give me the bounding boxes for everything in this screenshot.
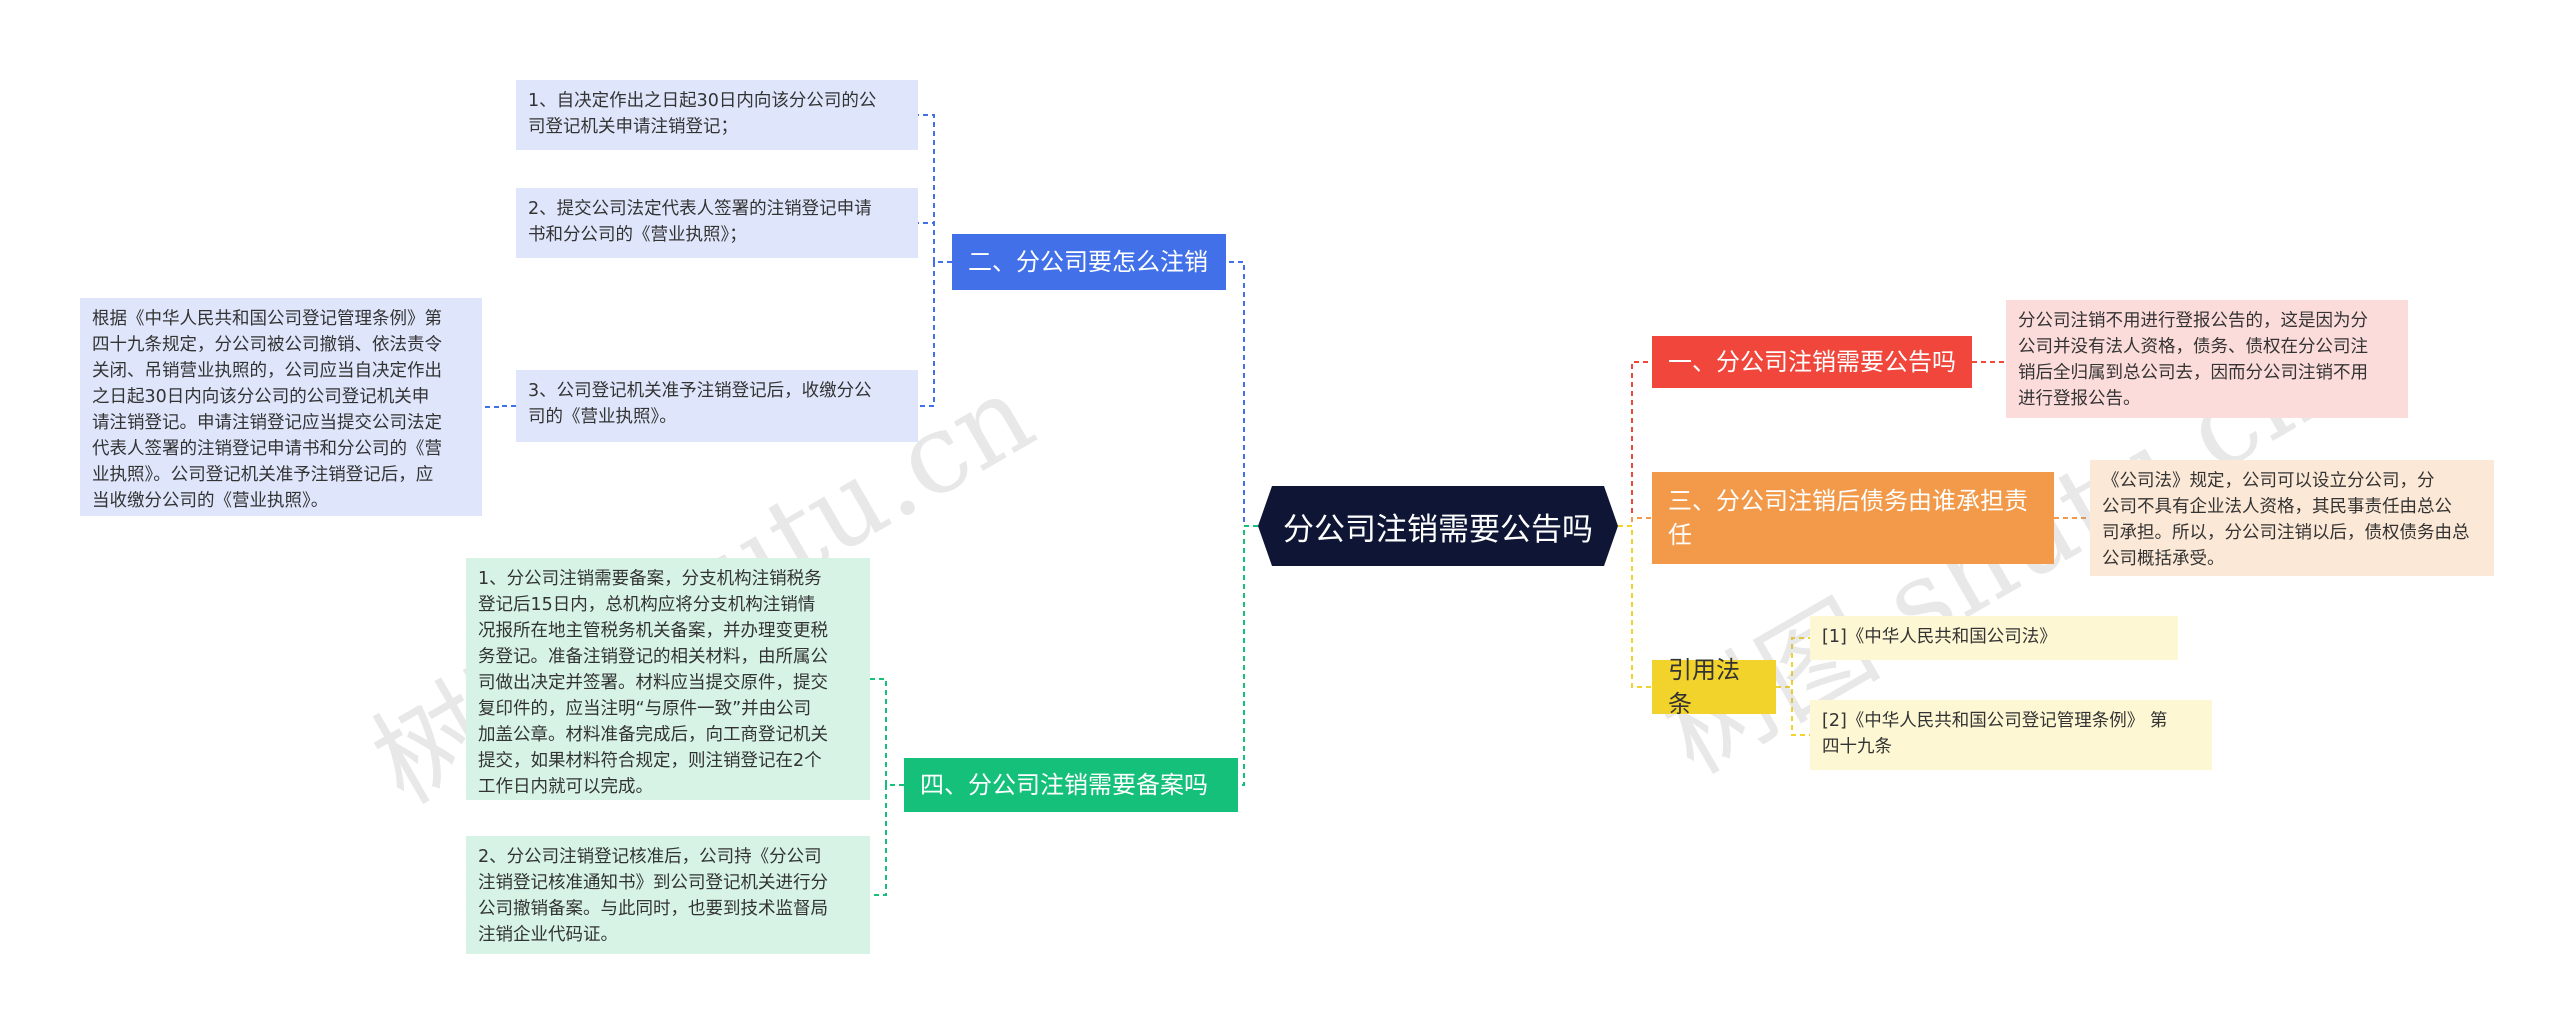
leaf-b2-3-1-text: 根据《中华人民共和国公司登记管理条例》第 四十九条规定，分公司被公司撤销、依法责… <box>92 309 442 511</box>
leaf-b3-1[interactable]: 《公司法》规定，公司可以设立分公司，分 公司不具有企业法人资格，其民事责任由总公… <box>2090 460 2494 576</box>
leaf-b2-3-1[interactable]: 根据《中华人民共和国公司登记管理条例》第 四十九条规定，分公司被公司撤销、依法责… <box>80 298 482 516</box>
connector-root-b4 <box>1238 525 1258 786</box>
connector-b2-leaf3 <box>918 261 952 407</box>
connector-root-b5 <box>1618 525 1652 688</box>
connector-b2-3-sub <box>482 405 516 408</box>
root-topic[interactable]: 分公司注销需要公告吗 <box>1258 486 1618 566</box>
connector-root-b3 <box>1618 517 1652 527</box>
branch-1[interactable]: 一、分公司注销需要公告吗 <box>1652 336 1972 388</box>
connector-b5-leaf1 <box>1776 637 1810 688</box>
leaf-b2-1-text: 1、自决定作出之日起30日内向该分公司的公 司登记机关申请注销登记； <box>528 91 877 137</box>
branch-4[interactable]: 四、分公司注销需要备案吗 <box>904 758 1238 812</box>
leaf-b2-2[interactable]: 2、提交公司法定代表人签署的注销登记申请 书和分公司的《营业执照》； <box>516 188 918 258</box>
connector-root-b2 <box>1226 261 1258 527</box>
leaf-b5-2[interactable]: [2]《中华人民共和国公司登记管理条例》 第 四十九条 <box>1810 700 2212 770</box>
leaf-b4-2-text: 2、分公司注销登记核准后，公司持《分公司 注销登记核准通知书》到公司登记机关进行… <box>478 847 828 945</box>
connector-b4-leaf1 <box>870 678 904 786</box>
branch-3-label: 三、分公司注销后债务由谁承担责 任 <box>1668 487 2028 549</box>
connector-b4-leaf2 <box>870 784 904 896</box>
leaf-b4-2[interactable]: 2、分公司注销登记核准后，公司持《分公司 注销登记核准通知书》到公司登记机关进行… <box>466 836 870 954</box>
root-topic-label: 分公司注销需要公告吗 <box>1283 511 1593 548</box>
leaf-b1-1-text: 分公司注销不用进行登报公告的，这是因为分 公司并没有法人资格，债务、债权在分公司… <box>2018 311 2368 409</box>
connector-b5-leaf2 <box>1776 686 1810 736</box>
leaf-b2-3[interactable]: 3、公司登记机关准予注销登记后，收缴分公 司的《营业执照》。 <box>516 370 918 442</box>
leaf-b2-3-text: 3、公司登记机关准予注销登记后，收缴分公 司的《营业执照》。 <box>528 381 872 427</box>
leaf-b3-1-text: 《公司法》规定，公司可以设立分公司，分 公司不具有企业法人资格，其民事责任由总公… <box>2102 471 2470 569</box>
branch-5[interactable]: 引用法条 <box>1652 656 1776 718</box>
branch-1-label: 一、分公司注销需要公告吗 <box>1668 348 1956 376</box>
branch-2-label: 二、分公司要怎么注销 <box>968 248 1208 276</box>
leaf-b1-1[interactable]: 分公司注销不用进行登报公告的，这是因为分 公司并没有法人资格，债务、债权在分公司… <box>2006 300 2408 418</box>
connector-root-b1 <box>1618 361 1652 527</box>
branch-3[interactable]: 三、分公司注销后债务由谁承担责 任 <box>1652 472 2054 564</box>
leaf-b5-1[interactable]: [1]《中华人民共和国公司法》 <box>1810 616 2178 660</box>
leaf-b4-1[interactable]: 1、分公司注销需要备案，分支机构注销税务 登记后15日内，总机构应将分支机构注销… <box>466 558 870 800</box>
leaf-b2-1[interactable]: 1、自决定作出之日起30日内向该分公司的公 司登记机关申请注销登记； <box>516 80 918 150</box>
branch-5-label: 引用法条 <box>1668 656 1740 718</box>
leaf-b5-2-text: [2]《中华人民共和国公司登记管理条例》 第 四十九条 <box>1822 711 2168 757</box>
branch-4-label: 四、分公司注销需要备案吗 <box>920 771 1208 799</box>
leaf-b2-2-text: 2、提交公司法定代表人签署的注销登记申请 书和分公司的《营业执照》； <box>528 199 872 245</box>
leaf-b5-1-text: [1]《中华人民共和国公司法》 <box>1822 627 2057 647</box>
connector-b2-leaf2 <box>918 222 952 263</box>
leaf-b4-1-text: 1、分公司注销需要备案，分支机构注销税务 登记后15日内，总机构应将分支机构注销… <box>478 569 828 797</box>
branch-2[interactable]: 二、分公司要怎么注销 <box>952 234 1226 290</box>
